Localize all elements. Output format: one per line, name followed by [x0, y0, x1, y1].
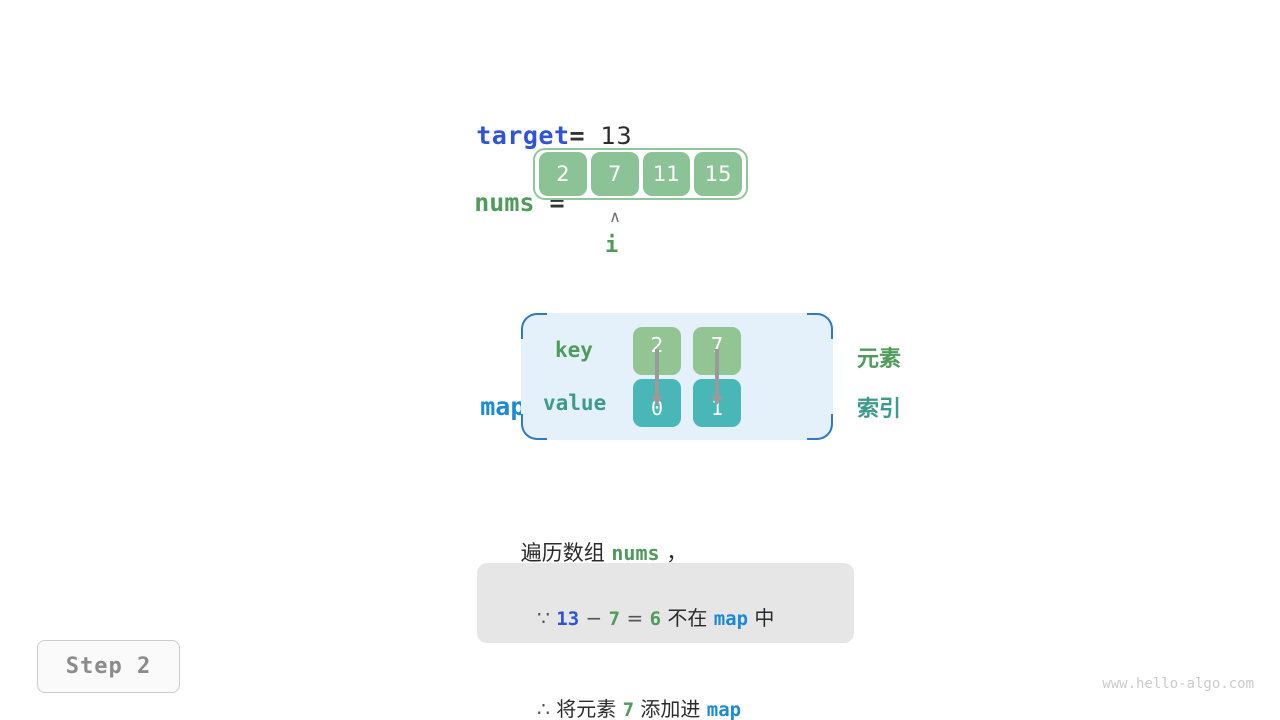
target-declaration: target= 13 — [414, 92, 632, 179]
key-to-value-arrow-icon — [651, 349, 663, 405]
explain2-text-start: 将元素 — [549, 697, 623, 720]
explain2-text-mid: 添加进 — [634, 697, 707, 720]
pointer-caret-icon: ∧ — [609, 207, 621, 226]
caption-prefix: 遍历数组 — [520, 541, 612, 565]
corner-bracket-top-left — [521, 313, 547, 339]
side-label-index: 索引 — [857, 397, 902, 422]
map-key-row-label: key — [555, 338, 593, 362]
array-cell: 11 — [642, 152, 691, 196]
array-cell: 2 — [539, 152, 587, 196]
explanation-box: ∵ 13 − 7 = 6 不在 map 中 ∴ 将元素 7 添加进 map — [477, 563, 854, 720]
key-to-value-arrow-icon — [711, 349, 723, 405]
corner-bracket-bottom-left — [521, 414, 547, 440]
watermark: www.hello-algo.com — [1102, 676, 1254, 692]
map-entry: 7 1 — [693, 327, 741, 427]
caption-variable: nums — [611, 541, 660, 565]
pointer-label: i — [605, 233, 619, 258]
array-cell: 7 — [590, 152, 639, 196]
step-badge: Step 2 — [37, 640, 180, 693]
corner-bracket-bottom-right — [807, 414, 833, 440]
explain-operand-b: 7 — [608, 608, 621, 630]
target-value: 13 — [600, 122, 633, 150]
target-keyword: target — [476, 121, 570, 150]
caption-text: 遍历数组 nums ， — [494, 513, 688, 591]
explain2-value: 7 — [622, 699, 635, 720]
therefore-symbol-icon: ∴ — [537, 697, 550, 720]
explain-text-mid: 不在 — [661, 606, 714, 630]
caption-suffix: ， — [659, 541, 688, 565]
map-entry: 2 0 — [633, 327, 681, 427]
explain2-map-keyword: map — [706, 699, 742, 720]
explanation-line-1: ∵ 13 − 7 = 6 不在 map 中 — [499, 573, 832, 664]
nums-keyword: nums — [474, 188, 535, 217]
explain-text-end: 中 — [748, 606, 775, 630]
explain-minus: − — [585, 606, 603, 630]
corner-bracket-top-right — [807, 313, 833, 339]
map-keyword: map — [480, 392, 526, 421]
map-value-row-label: value — [543, 391, 607, 415]
nums-array: 2 7 11 15 — [533, 148, 748, 200]
explain-operand-a: 13 — [556, 608, 580, 630]
explain-equals: = — [626, 606, 644, 630]
explain-map-keyword: map — [713, 608, 749, 630]
explanation-line-2: ∴ 将元素 7 添加进 map — [499, 664, 832, 720]
target-equals: = — [569, 121, 586, 150]
explain-result: 6 — [649, 608, 662, 630]
side-label-element: 元素 — [857, 347, 902, 372]
because-symbol-icon: ∵ — [537, 606, 550, 630]
array-cell: 15 — [694, 152, 742, 196]
